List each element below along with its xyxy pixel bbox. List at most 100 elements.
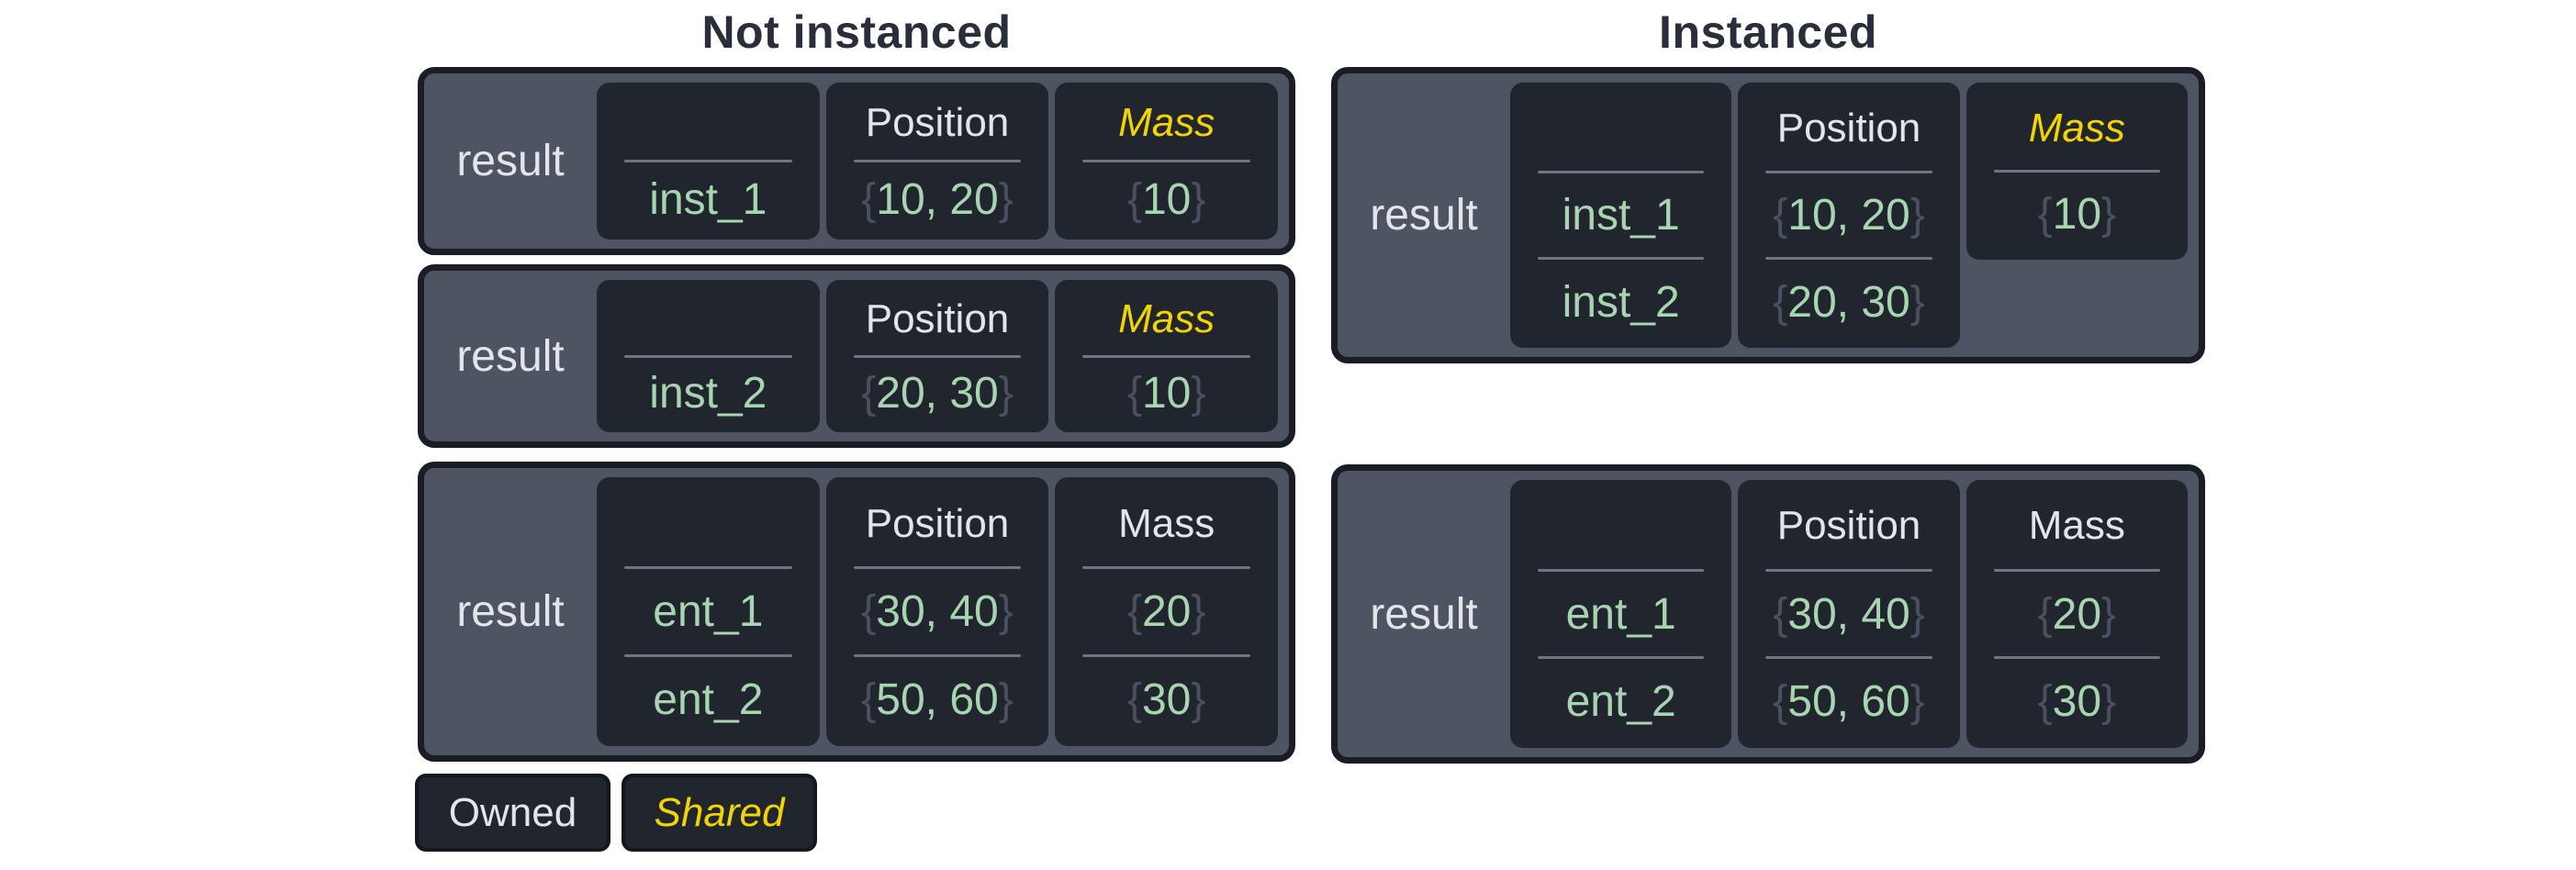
- value-text: 30, 40: [1787, 589, 1910, 639]
- column-header: Mass: [1118, 296, 1215, 341]
- row-divider: [1765, 170, 1932, 173]
- row-divider: [853, 160, 1022, 162]
- value-text: 30: [1141, 675, 1192, 724]
- column-header: [597, 481, 820, 566]
- row-divider: [1993, 568, 2160, 572]
- column-position: Position{10, 20}: [825, 83, 1049, 240]
- value-text: 10: [1141, 368, 1192, 418]
- row-divider: [1538, 257, 1705, 261]
- brace-close: }: [1910, 277, 1925, 327]
- brace-open: {: [1773, 277, 1788, 327]
- brace-close: }: [998, 587, 1014, 636]
- column-mass: Mass {10}: [1055, 280, 1279, 432]
- brace-open: {: [1126, 368, 1142, 418]
- value-cell: {10, 20}: [1738, 173, 1959, 258]
- row-divider: [624, 566, 792, 569]
- row-divider: [1765, 257, 1932, 261]
- value-cell: {20}: [1966, 572, 2188, 657]
- row-divider: [1538, 170, 1705, 173]
- column-position: Position{30, 40}{50, 60}: [1738, 480, 1960, 748]
- value-text: 30: [2052, 677, 2102, 727]
- result-table: result inst_1 Position{10, 20} Mass {10}: [418, 67, 1295, 255]
- brace-close: }: [1910, 191, 1925, 240]
- entity-name: ent_1: [653, 587, 764, 636]
- brace-close: }: [2101, 190, 2117, 239]
- value-cell: {20, 30}: [826, 358, 1049, 429]
- row-divider: [624, 654, 792, 657]
- brace-open: {: [1126, 174, 1142, 224]
- column-header: Mass: [2028, 105, 2125, 151]
- legend-shared: Shared: [622, 774, 817, 852]
- brace-open: {: [861, 368, 877, 418]
- row-divider: [624, 160, 792, 162]
- value-cell: {10}: [1055, 358, 1278, 429]
- entity-name-cell: inst_2: [1510, 260, 1731, 344]
- legend-owned: Owned: [415, 774, 610, 852]
- entity-name: inst_1: [649, 174, 767, 224]
- brace-open: {: [1126, 675, 1142, 724]
- brace-open: {: [2037, 677, 2053, 727]
- row-divider: [1082, 354, 1251, 358]
- brace-close: }: [998, 174, 1014, 224]
- value-cell: {30, 40}: [1738, 572, 1959, 657]
- result-label: result: [456, 331, 565, 381]
- value-cell: {50, 60}: [1738, 659, 1959, 744]
- brace-close: }: [2101, 589, 2117, 639]
- value-cell: {30, 40}: [826, 569, 1049, 654]
- brace-close: }: [1910, 589, 1925, 639]
- entity-name-cell: ent_2: [1510, 659, 1731, 744]
- column-mass: Mass {20}{30}: [1055, 477, 1279, 746]
- column-mass: Mass {10}: [1966, 83, 2188, 260]
- brace-close: }: [1191, 675, 1206, 724]
- value-cell: {10}: [1055, 162, 1278, 236]
- value-text: 20: [2052, 589, 2102, 639]
- column-position: Position{20, 30}: [825, 280, 1049, 432]
- entity-name-cell: inst_1: [1510, 173, 1731, 258]
- column-mass: Mass {10}: [1055, 83, 1279, 240]
- result-label: result: [1370, 589, 1478, 639]
- brace-close: }: [998, 368, 1014, 418]
- value-cell: {30}: [1055, 657, 1278, 742]
- value-text: 20: [1141, 587, 1192, 636]
- row-divider: [624, 354, 792, 358]
- value-text: 10: [1141, 174, 1192, 224]
- column-header: Position: [865, 500, 1010, 546]
- row-divider: [853, 566, 1022, 569]
- brace-open: {: [861, 675, 877, 724]
- value-text: 10, 20: [876, 174, 999, 224]
- row-divider: [1538, 656, 1705, 660]
- row-divider: [1082, 654, 1251, 657]
- column-entity: inst_1: [597, 83, 820, 240]
- column-header: Mass: [1118, 500, 1215, 546]
- entity-name: ent_1: [1565, 589, 1676, 639]
- value-text: 20, 30: [1787, 277, 1910, 327]
- value-cell: {10}: [1966, 173, 2188, 256]
- brace-open: {: [1126, 587, 1142, 636]
- brace-close: }: [2101, 677, 2117, 727]
- brace-open: {: [1773, 589, 1788, 639]
- brace-open: {: [2037, 589, 2053, 639]
- brace-close: }: [1191, 174, 1206, 224]
- value-text: 30, 40: [876, 587, 999, 636]
- column-header: [597, 86, 820, 160]
- row-divider: [853, 654, 1022, 657]
- row-divider: [1765, 656, 1932, 660]
- brace-open: {: [861, 174, 877, 224]
- row-divider: [1993, 170, 2160, 173]
- value-cell: {20, 30}: [1738, 260, 1959, 344]
- column-entity: ent_1 ent_2: [1510, 480, 1732, 748]
- value-text: 50, 60: [1787, 677, 1910, 727]
- column-position: Position{10, 20}{20, 30}: [1738, 83, 1960, 348]
- column-title-instanced: Instanced: [1659, 6, 1877, 58]
- entity-name-cell: ent_2: [597, 657, 820, 742]
- result-label: result: [456, 137, 565, 185]
- column-header: Mass: [1118, 100, 1215, 145]
- result-label: result: [1370, 191, 1478, 240]
- column-title-not-instanced: Not instanced: [701, 6, 1012, 58]
